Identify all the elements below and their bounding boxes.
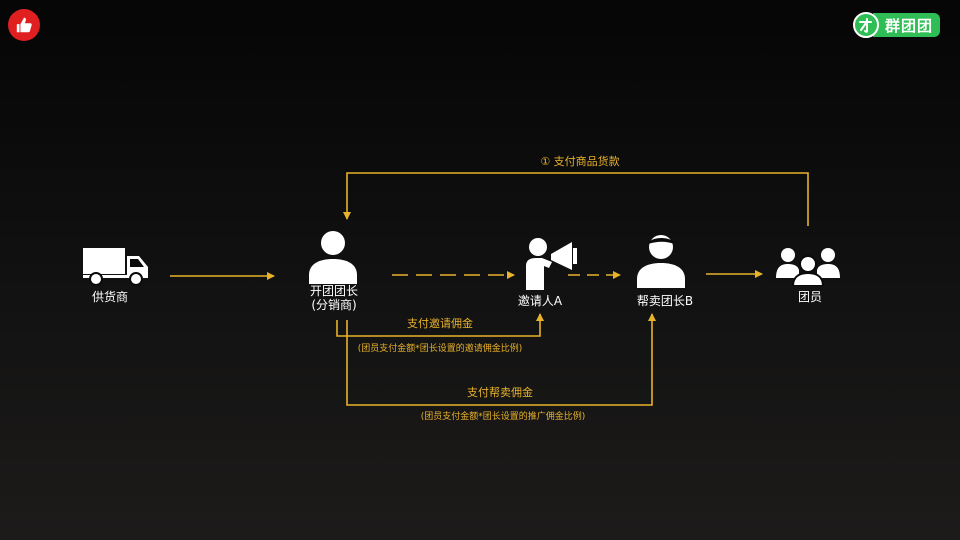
brand-name: 群团团	[873, 13, 941, 37]
arrow-invite-commission	[336, 313, 544, 337]
leader-sublabel: (分销商)	[311, 298, 357, 312]
thumbs-up-button[interactable]	[8, 9, 40, 41]
megaphone-person-icon	[526, 238, 577, 290]
leader-person-icon	[309, 231, 357, 284]
help-formula-label: (团员支付金额*团长设置的推广佣金比例)	[420, 412, 586, 422]
thumbs-up-icon	[16, 17, 32, 33]
leader-label: 开团团长	[309, 284, 358, 298]
arrow-help-commission	[346, 313, 656, 406]
truck-icon	[83, 248, 148, 286]
invite-commission-label: 支付邀请佣金	[407, 317, 473, 330]
arrow-payment-loop	[343, 172, 809, 226]
helper-person-icon	[637, 235, 685, 288]
invite-formula-label: (团员支付金额*团长设置的邀请佣金比例)	[357, 344, 523, 354]
supplier-label: 供货商	[91, 290, 128, 304]
brand-logo: 群团团	[853, 12, 941, 38]
inviter-label: 邀请人A	[517, 294, 563, 308]
helper-label: 帮卖团长B	[636, 294, 694, 308]
brand-mark-icon	[853, 12, 879, 38]
group-icon	[776, 248, 840, 286]
help-commission-label: 支付帮卖佣金	[467, 386, 533, 399]
payment-label: ① 支付商品货款	[540, 155, 620, 168]
members-label: 团员	[797, 290, 822, 304]
